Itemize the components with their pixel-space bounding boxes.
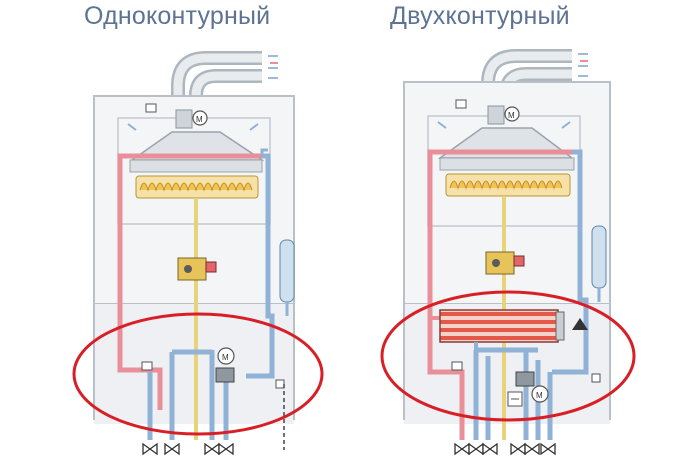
single-circuit-boiler: M M bbox=[72, 51, 324, 456]
fan-housing bbox=[487, 105, 505, 125]
pressure-switch bbox=[145, 103, 157, 113]
expansion-tank-icon bbox=[279, 239, 295, 316]
cold-water-pipe bbox=[552, 149, 589, 375]
highlight-ellipse-left bbox=[72, 312, 324, 436]
single-circuit-title: Одноконтурный bbox=[84, 2, 271, 30]
three-way-valve bbox=[515, 371, 535, 387]
svg-text:M: M bbox=[222, 353, 229, 362]
double-circuit-boiler: M M bbox=[380, 49, 636, 456]
flow-sensor bbox=[507, 391, 523, 407]
flue-pipe-icon bbox=[171, 51, 278, 120]
svg-text:M: M bbox=[196, 115, 203, 124]
hot-water-pipe bbox=[427, 149, 572, 440]
highlight-ellipse-right bbox=[380, 290, 636, 422]
main-heat-exchanger bbox=[129, 159, 263, 173]
gas-valve-icon bbox=[485, 251, 525, 275]
expansion-tank-icon bbox=[591, 225, 607, 302]
valve-icon bbox=[454, 442, 556, 456]
three-way-valve bbox=[215, 367, 235, 383]
pump-icon bbox=[572, 318, 588, 330]
gas-valve-icon bbox=[177, 257, 217, 281]
hydro-group bbox=[147, 350, 229, 440]
svg-text:M: M bbox=[536, 391, 543, 400]
fan-housing bbox=[175, 109, 193, 129]
valve-icon bbox=[142, 442, 234, 456]
hydro-group bbox=[473, 350, 553, 440]
motor-icon: M bbox=[531, 385, 549, 403]
svg-text:M: M bbox=[508, 111, 515, 120]
main-heat-exchanger bbox=[439, 157, 575, 171]
double-circuit-title: Двухконтурный bbox=[390, 2, 570, 30]
fan-icon bbox=[192, 110, 208, 126]
plate-heat-exchanger-icon bbox=[439, 309, 565, 343]
hot-water-pipe bbox=[117, 153, 196, 410]
pressure-switch bbox=[455, 99, 467, 109]
cold-water-pipe bbox=[246, 153, 275, 379]
fan-icon bbox=[504, 106, 520, 122]
pump-icon: M bbox=[217, 347, 235, 365]
